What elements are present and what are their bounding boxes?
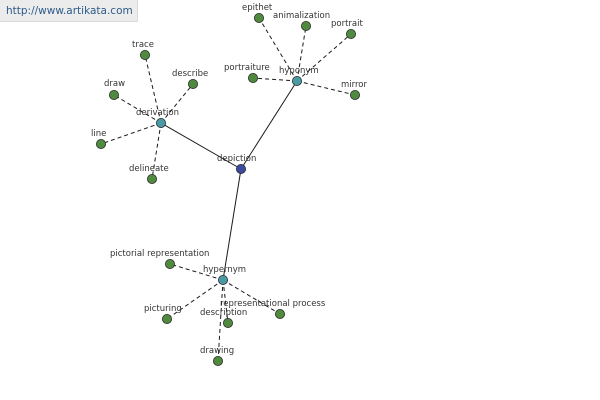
graph-edges <box>100 17 356 362</box>
node-line[interactable] <box>96 138 107 149</box>
edge-hyponym-animalization <box>296 25 307 82</box>
edge-hyponym-portraiture <box>252 77 298 82</box>
edge-depiction-hyponym <box>240 80 298 170</box>
node-describe[interactable] <box>187 79 198 90</box>
edge-derivation-draw <box>113 94 162 124</box>
node-label-delineate: delineate <box>129 164 169 174</box>
node-portraiture[interactable] <box>247 73 258 84</box>
node-label-hyponym: hyponym <box>279 66 319 76</box>
node-label-portraiture: portraiture <box>224 63 270 73</box>
edge-hyponym-mirror <box>296 80 356 96</box>
node-label-trace: trace <box>132 40 154 50</box>
edge-hyponym-portrait <box>296 33 352 82</box>
edge-derivation-delineate <box>151 122 162 180</box>
node-label-description: description <box>200 308 247 318</box>
node-label-picturing: picturing <box>144 304 182 314</box>
node-label-draw: draw <box>104 79 125 89</box>
node-label-hypernym: hypernym <box>203 265 246 275</box>
edge-hypernym-picturing <box>166 279 224 320</box>
node-trace[interactable] <box>139 50 150 61</box>
watermark-url: http://www.artikata.com <box>0 0 138 22</box>
node-label-derivation: derivation <box>136 108 179 118</box>
node-label-portrait: portrait <box>331 19 363 29</box>
node-delineate[interactable] <box>146 173 157 184</box>
node-label-epithet: epithet <box>242 3 273 13</box>
edge-derivation-describe <box>160 83 194 124</box>
node-label-representational-process: representational process <box>220 299 326 309</box>
node-label-mirror: mirror <box>341 80 367 90</box>
graph-nodes <box>96 12 360 366</box>
node-drawing[interactable] <box>212 355 223 366</box>
edge-depiction-hypernym <box>222 168 242 281</box>
node-label-drawing: drawing <box>200 346 234 356</box>
edge-hypernym-pictorial-representation <box>169 263 224 281</box>
edge-hypernym-description <box>222 279 229 324</box>
node-mirror[interactable] <box>349 90 360 101</box>
edge-depiction-derivation <box>160 122 242 170</box>
edge-hyponym-epithet <box>258 17 298 82</box>
node-draw[interactable] <box>109 90 120 101</box>
node-label-line: line <box>91 129 106 139</box>
node-derivation[interactable] <box>155 118 166 129</box>
node-animalization[interactable] <box>300 20 311 31</box>
edge-derivation-trace <box>144 54 162 124</box>
node-epithet[interactable] <box>253 12 264 23</box>
node-pictorial-representation[interactable] <box>164 258 175 269</box>
node-description[interactable] <box>222 317 233 328</box>
node-label-animalization: animalization <box>273 11 330 21</box>
edge-derivation-line <box>100 122 162 145</box>
node-label-depiction: depiction <box>217 154 256 164</box>
node-label-describe: describe <box>172 69 208 79</box>
node-label-pictorial-representation: pictorial representation <box>110 249 209 259</box>
node-hyponym[interactable] <box>291 76 302 87</box>
node-portrait[interactable] <box>345 28 356 39</box>
node-representational-process[interactable] <box>274 308 285 319</box>
graph-labels: trace describe draw line delineate epithetani… <box>91 3 367 356</box>
node-depiction[interactable] <box>235 163 246 174</box>
node-picturing[interactable] <box>161 313 172 324</box>
node-hypernym[interactable] <box>217 274 228 285</box>
